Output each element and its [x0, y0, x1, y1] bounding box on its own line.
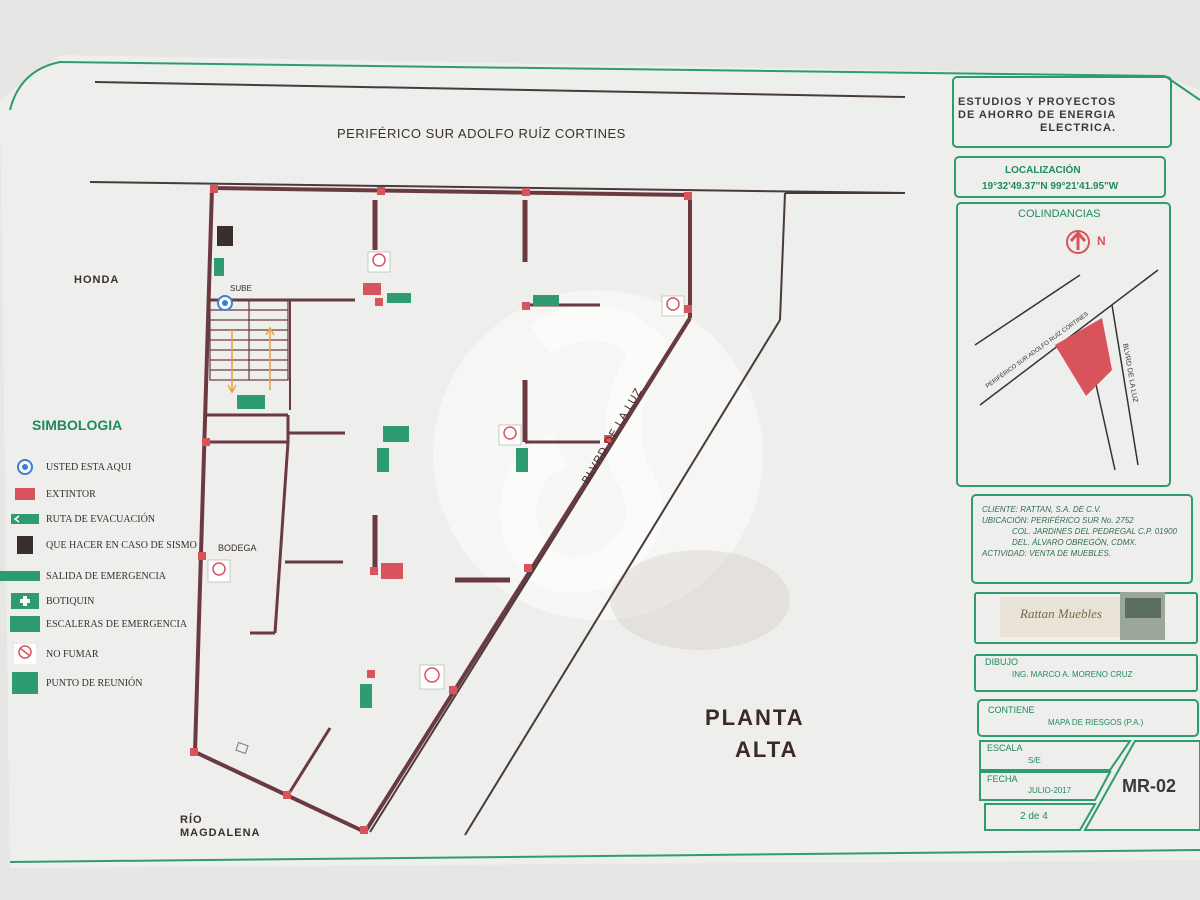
building-walls	[193, 186, 692, 834]
earthquake-instructions-icon	[10, 536, 40, 554]
activity: ACTIVIDAD: VENTA DE MUEBLES.	[982, 549, 1111, 558]
title-block-frames	[952, 76, 1200, 831]
neighbors-label: COLINDANCIAS	[1018, 208, 1101, 220]
stairs	[209, 299, 289, 381]
legend-item: RUTA DE EVACUACIÓN	[10, 508, 155, 530]
legend-item: BOTIQUIN	[10, 590, 94, 612]
legend-item: EXTINTOR	[10, 483, 96, 505]
legend-item: USTED ESTA AQUI	[10, 456, 131, 478]
storage-label: BODEGA	[218, 543, 257, 553]
plan-title-line1: PLANTA	[705, 705, 805, 730]
client-name: CLIENTE: RATTAN, S.A. DE C.V.	[982, 505, 1102, 514]
contains-label: CONTIENE	[988, 705, 1035, 715]
drawn-by-label: DIBUJO	[985, 657, 1019, 667]
legend-item: SALIDA DE EMERGENCIA	[0, 565, 166, 587]
location-label: LOCALIZACIÓN	[1005, 165, 1081, 176]
drawn-by-value: ING. MARCO A. MORENO CRUZ	[1012, 670, 1133, 679]
emergency-stairs-icon	[10, 616, 40, 632]
extinguisher-icon	[10, 486, 40, 502]
legend-item: ESCALERAS DE EMERGENCIA	[10, 613, 187, 635]
stairs-arrows	[227, 326, 275, 394]
company-name-line3: ELECTRICA.	[1040, 122, 1116, 134]
first-aid-icon	[10, 593, 40, 609]
street-line-building	[89, 181, 906, 194]
scale-label: ESCALA	[987, 743, 1023, 753]
address-line2: COL. JARDINES DEL PEDREGAL C.P. 01900	[1012, 527, 1177, 536]
legend-item: QUE HACER EN CASO DE SISMO	[10, 534, 197, 556]
north-label: N	[1097, 234, 1106, 248]
emergency-exit-icon	[0, 568, 40, 584]
address-line3: DEL. ÁLVARO OBREGÓN, CDMX.	[1012, 538, 1137, 547]
no-smoking-icon	[10, 643, 40, 665]
address-line1: UBICACIÓN: PERIFÉRICO SUR No. 2752	[982, 516, 1134, 525]
logo-text: Rattan Muebles	[1020, 606, 1102, 621]
street-label-top: PERIFÉRICO SUR ADOLFO RUÍZ CORTINES	[337, 126, 626, 141]
street-label-left: HONDA	[74, 274, 120, 286]
column-markers	[190, 185, 692, 834]
stairs-label: SUBE	[230, 284, 252, 293]
scale-value: S/E	[1028, 756, 1041, 765]
contains-value: MAPA DE RIESGOS (P.A.)	[1048, 718, 1144, 727]
company-logo	[1000, 592, 1165, 640]
evacuation-route-icon	[10, 511, 40, 527]
street-label-bottom-left: RÍO MAGDALENA	[180, 814, 261, 839]
sheet-number: 2 de 4	[1020, 811, 1048, 822]
you-are-here-icon	[10, 459, 40, 475]
location-coordinates: 19°32'49.37"N 99°21'41.95"W	[982, 181, 1119, 192]
date-value: JULIO-2017	[1028, 786, 1072, 795]
legend-title: SIMBOLOGIA	[32, 417, 123, 433]
date-label: FECHA	[987, 774, 1018, 784]
street-line-top	[94, 81, 906, 98]
legend-item: PUNTO DE REUNIÓN	[10, 672, 142, 694]
company-name-line1: ESTUDIOS Y PROYECTOS	[958, 96, 1117, 108]
blvd-line-east	[464, 319, 781, 836]
company-name-line2: DE AHORRO DE ENERGIA	[958, 109, 1117, 121]
plan-symbols	[207, 226, 685, 755]
meeting-point-icon	[10, 672, 40, 694]
drawing-code: MR-02	[1122, 776, 1177, 796]
mini-site-map	[974, 230, 1159, 471]
legend-item: NO FUMAR	[10, 643, 99, 665]
plan-title-line2: ALTA	[735, 737, 799, 762]
